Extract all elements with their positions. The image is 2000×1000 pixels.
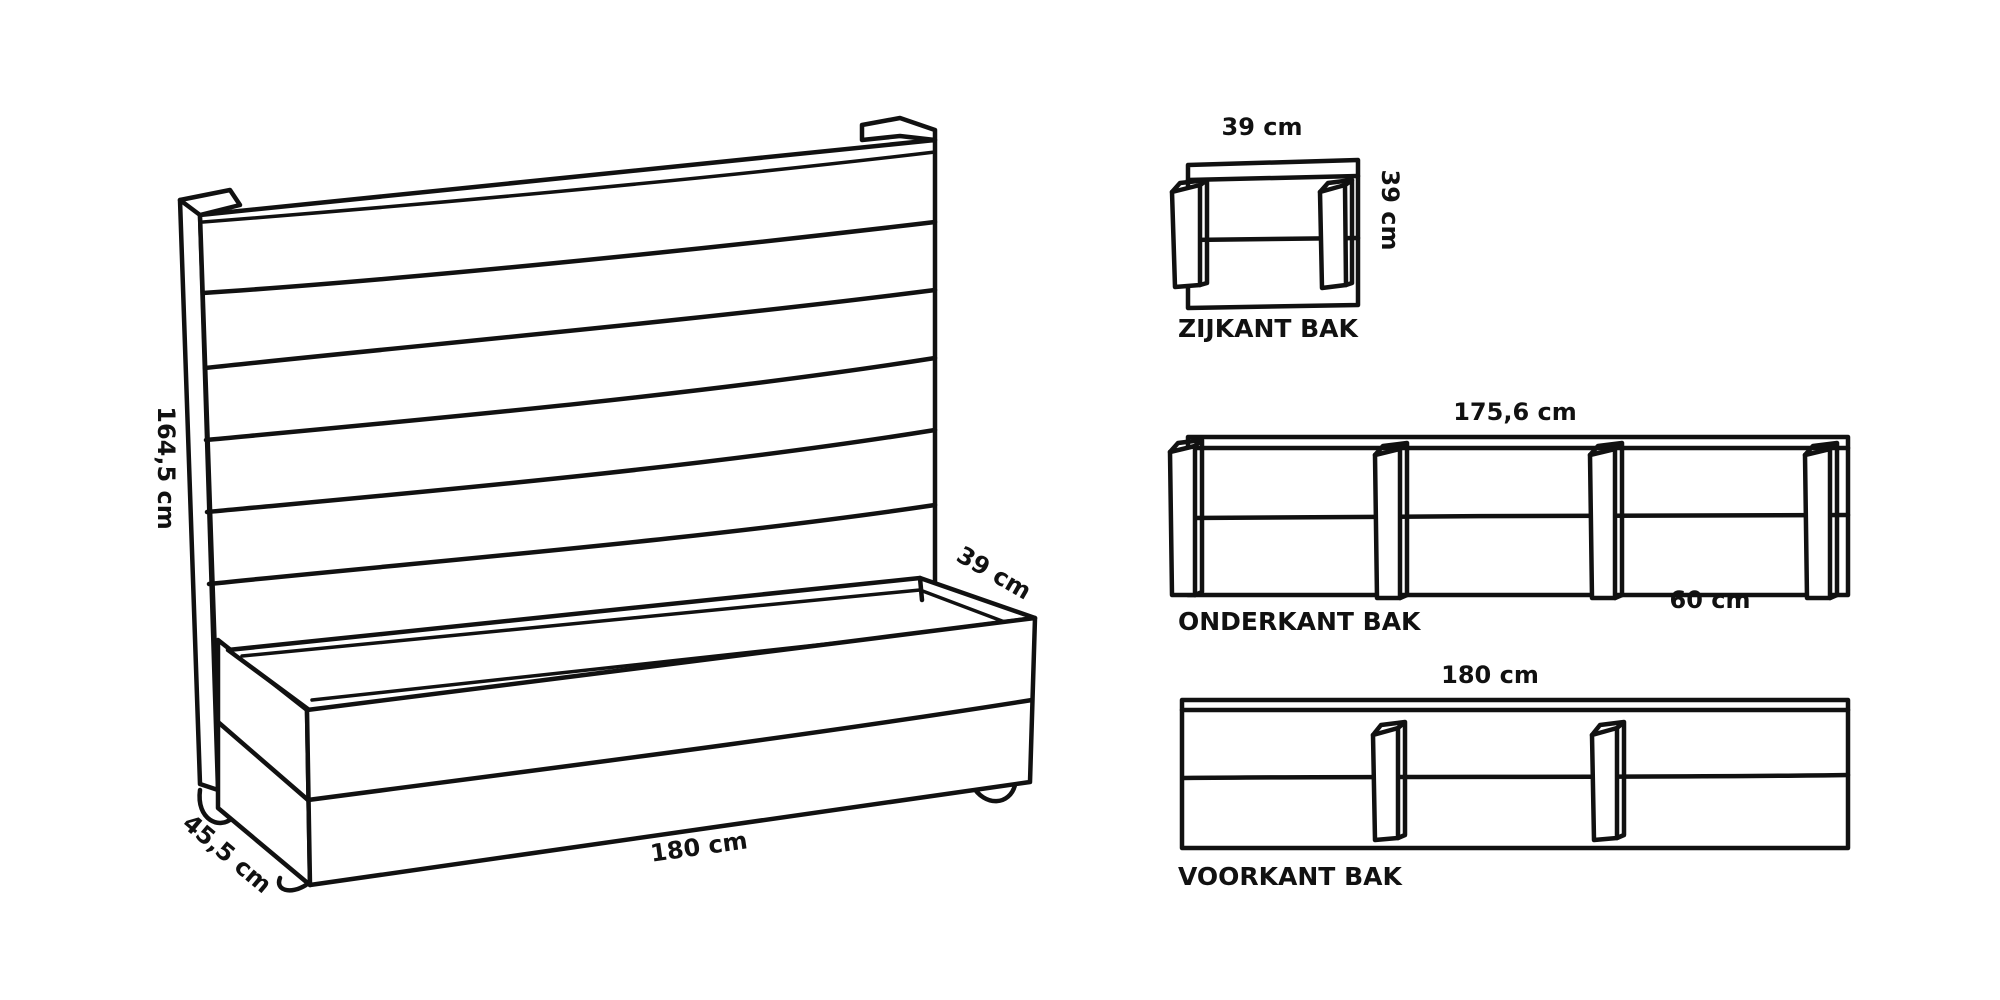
back-panel xyxy=(197,115,938,658)
side-height-label: 39 cm xyxy=(1376,170,1404,251)
front-view-title: VOORKANT BAK xyxy=(1178,862,1403,891)
bottom-view: 175,6 cm 60 cm ONDERKANT BAK xyxy=(1167,398,1851,636)
height-dimension-label: 164,5 cm xyxy=(152,406,180,530)
side-view: 39 cm 39 cm ZIJKANT BAK xyxy=(1169,113,1404,343)
bottom-view-title: ONDERKANT BAK xyxy=(1178,607,1422,636)
bottom-spacing-label: 60 cm xyxy=(1670,586,1751,614)
front-width-label: 180 cm xyxy=(1441,661,1539,689)
bottom-width-label: 175,6 cm xyxy=(1453,398,1577,426)
planter-perspective-drawing: 164,5 cm 45,5 cm 180 cm 39 cm xyxy=(152,115,1038,899)
side-width-label: 39 cm xyxy=(1222,113,1303,141)
front-view: 180 cm VOORKANT BAK xyxy=(1178,661,1851,891)
planter-box xyxy=(197,575,1038,893)
side-view-title: ZIJKANT BAK xyxy=(1178,314,1360,343)
